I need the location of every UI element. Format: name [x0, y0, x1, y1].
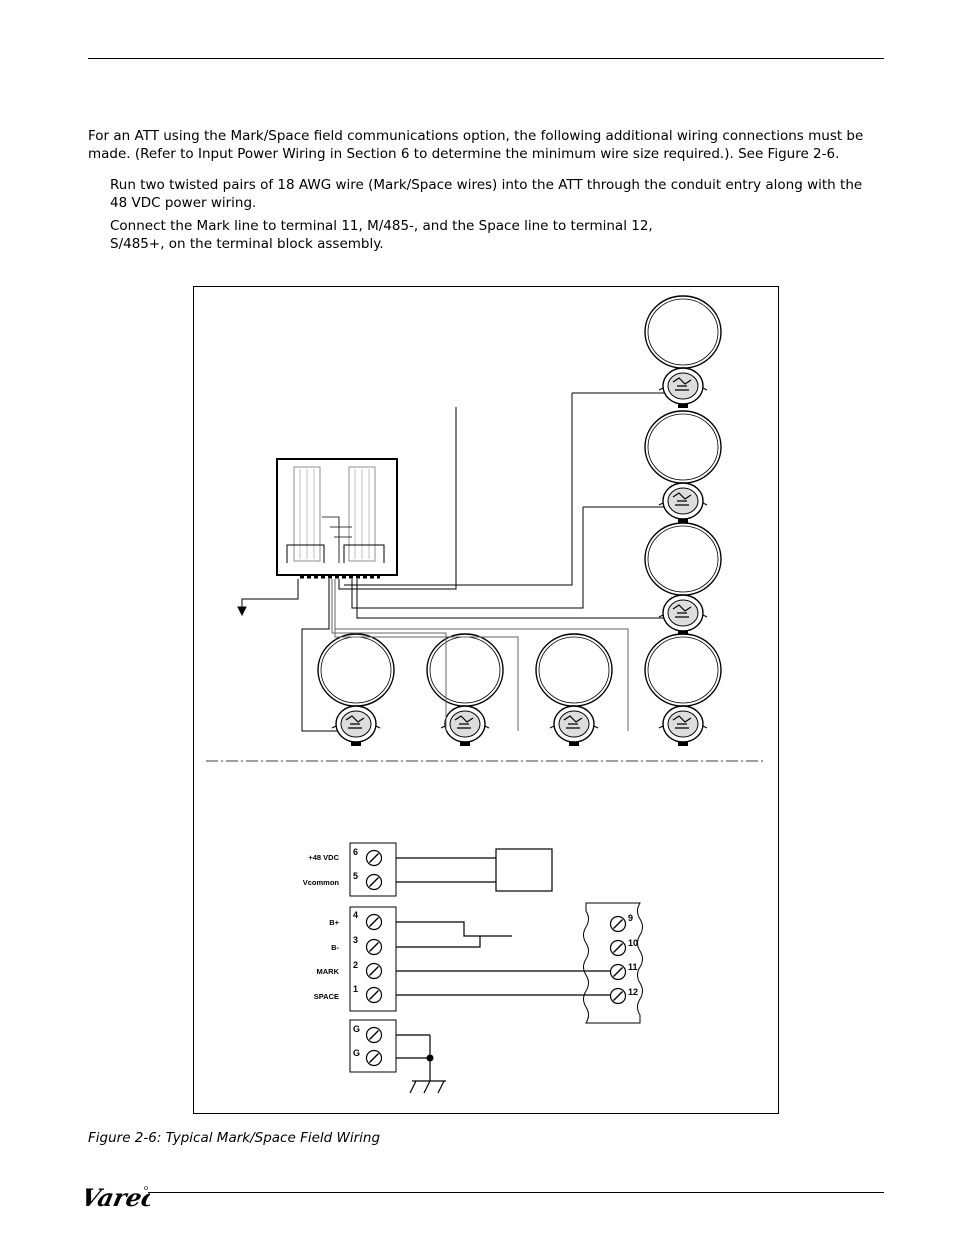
- power-supply-box: [495, 848, 553, 892]
- terminal-g1-number: G: [353, 1024, 360, 1034]
- wiring-figure: 6 +48 VDC 5 Vcommon 4 B+ 3 B- 2 MARK 1 S…: [193, 286, 779, 1114]
- terminal-2: 2 MARK: [317, 960, 383, 980]
- tank-gauge-5: [426, 633, 504, 747]
- terminal-4: 4 B+: [329, 910, 383, 931]
- control-unit: [276, 458, 398, 579]
- right-terminal-block: 9 10 11 12: [583, 902, 643, 1024]
- right-terminal-12: 12: [628, 987, 638, 997]
- terminal-g2-number: G: [353, 1048, 360, 1058]
- step-2: Connect the Mark line to terminal 11, M/…: [110, 218, 653, 252]
- terminal-2-label: MARK: [317, 967, 340, 976]
- terminal-1-label: SPACE: [314, 992, 339, 1001]
- terminal-6-label: +48 VDC: [308, 853, 339, 862]
- terminal-5-label: Vcommon: [303, 878, 340, 887]
- terminal-1: 1 SPACE: [314, 984, 383, 1004]
- intro-paragraph: For an ATT using the Mark/Space field co…: [88, 128, 864, 162]
- tank-gauge-4: [317, 633, 395, 747]
- footer-rule: [148, 1192, 884, 1193]
- terminal-3: 3 B-: [331, 935, 383, 956]
- right-terminal-9: 9: [628, 913, 633, 923]
- tank-gauge-2: [644, 410, 722, 524]
- terminal-3-number: 3: [353, 935, 358, 945]
- right-terminal-11: 11: [628, 962, 638, 972]
- ground-junction: [426, 1054, 434, 1062]
- terminal-1-number: 1: [353, 984, 358, 994]
- terminal-4-label: B+: [329, 918, 339, 927]
- step-1: Run two twisted pairs of 18 AWG wire (Ma…: [110, 177, 863, 211]
- field-wiring: [237, 392, 664, 732]
- tank-gauge-6: [535, 633, 613, 747]
- tank-gauge-7: [644, 633, 722, 747]
- terminal-5: 5 Vcommon: [303, 871, 383, 891]
- terminal-6-number: 6: [353, 847, 358, 857]
- terminal-2-number: 2: [353, 960, 358, 970]
- varec-logo: Varec: [86, 1183, 150, 1212]
- signal-wires: [396, 921, 610, 996]
- tank-gauge-1: [644, 295, 722, 409]
- logo-text: Varec: [86, 1183, 150, 1212]
- terminal-6: 6 +48 VDC: [308, 847, 383, 867]
- terminal-g-2: G: [353, 1048, 383, 1067]
- wiring-diagram: 6 +48 VDC 5 Vcommon 4 B+ 3 B- 2 MARK 1 S…: [206, 295, 766, 1094]
- ground-wiring: [396, 1034, 446, 1094]
- right-terminal-10: 10: [628, 938, 638, 948]
- terminal-4-number: 4: [353, 910, 358, 920]
- terminal-5-number: 5: [353, 871, 358, 881]
- terminal-g-1: G: [353, 1024, 383, 1044]
- header-rule: [88, 58, 884, 59]
- figure-caption: Figure 2-6: Typical Mark/Space Field Wir…: [88, 1130, 381, 1146]
- terminal-3-label: B-: [331, 943, 339, 952]
